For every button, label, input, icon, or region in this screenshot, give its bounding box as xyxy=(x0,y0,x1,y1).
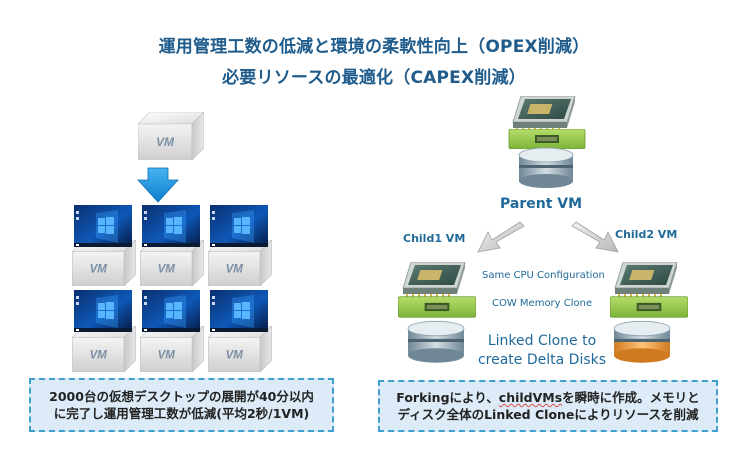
right-caption-post: を瞬時に作成。メモリと xyxy=(562,390,700,405)
vm-cube-r2c3 xyxy=(208,326,272,372)
child2-cpu-chip-icon xyxy=(614,262,678,298)
left-caption-box: 2000台の仮想デスクトップの展開が40分以内 に完了し運用管理工数が低減(平均… xyxy=(29,378,334,432)
linked-clone-text: Linked Clone to create Delta Disks xyxy=(472,332,612,370)
title-line-1: 運用管理工数の低減と環境の柔軟性向上（OPEX削減） xyxy=(158,37,590,57)
child1-cpu-chip-icon xyxy=(402,262,466,298)
windows-screen-icon xyxy=(210,205,268,247)
windows-screen-icon xyxy=(74,205,132,247)
vm-grid xyxy=(72,205,272,372)
right-caption-line-2: ディスク全体のLinked Cloneによりリソースを削減 xyxy=(397,407,699,422)
vm-cube-r2c2 xyxy=(140,326,204,372)
right-caption-wavy: childVMs xyxy=(498,390,563,405)
fork-arrow-right-icon xyxy=(571,221,619,253)
parent-memory-icon xyxy=(508,129,586,149)
windows-screen-icon xyxy=(210,290,268,332)
windows-screen-icon xyxy=(74,290,132,332)
right-caption-box: Forkingにより、childVMsを瞬時に作成。メモリと ディスク全体のLi… xyxy=(378,380,718,432)
windows-screen-icon xyxy=(142,290,200,332)
deploy-arrow-icon xyxy=(137,167,179,203)
left-caption-line-2: に完了し運用管理工数が低減(平均2秒/1VM) xyxy=(53,406,310,421)
right-caption-pre: Forkingにより、 xyxy=(396,390,499,405)
left-caption-line-1: 2000台の仮想デスクトップの展開が40分以内 xyxy=(49,389,314,404)
child1-disk-icon xyxy=(407,320,465,364)
linked-clone-line-1: Linked Clone to xyxy=(487,333,597,349)
fork-arrow-left-icon xyxy=(477,221,525,253)
windows-screen-icon xyxy=(142,205,200,247)
parent-cpu-chip-icon xyxy=(512,96,576,132)
child2-memory-icon xyxy=(610,296,688,318)
linked-clone-line-2: create Delta Disks xyxy=(477,352,607,368)
parent-disk-icon xyxy=(518,147,574,189)
title-line-2: 必要リソースの最適化（CAPEX削減） xyxy=(222,68,526,88)
child1-vm-label: Child1 VM xyxy=(403,232,466,245)
source-vm-cube xyxy=(138,112,204,160)
right-caption-line-1: Forkingにより、childVMsを瞬時に作成。メモリと xyxy=(396,389,699,406)
same-cpu-label: Same CPU Configuration xyxy=(482,270,605,281)
child2-vm-label: Child2 VM xyxy=(615,228,678,241)
vm-cube-r2c1 xyxy=(72,326,136,372)
child1-memory-icon xyxy=(398,296,476,318)
cow-memory-label: COW Memory Clone xyxy=(492,298,593,309)
parent-vm-label: Parent VM xyxy=(500,196,583,212)
child2-disk-icon xyxy=(613,320,671,364)
